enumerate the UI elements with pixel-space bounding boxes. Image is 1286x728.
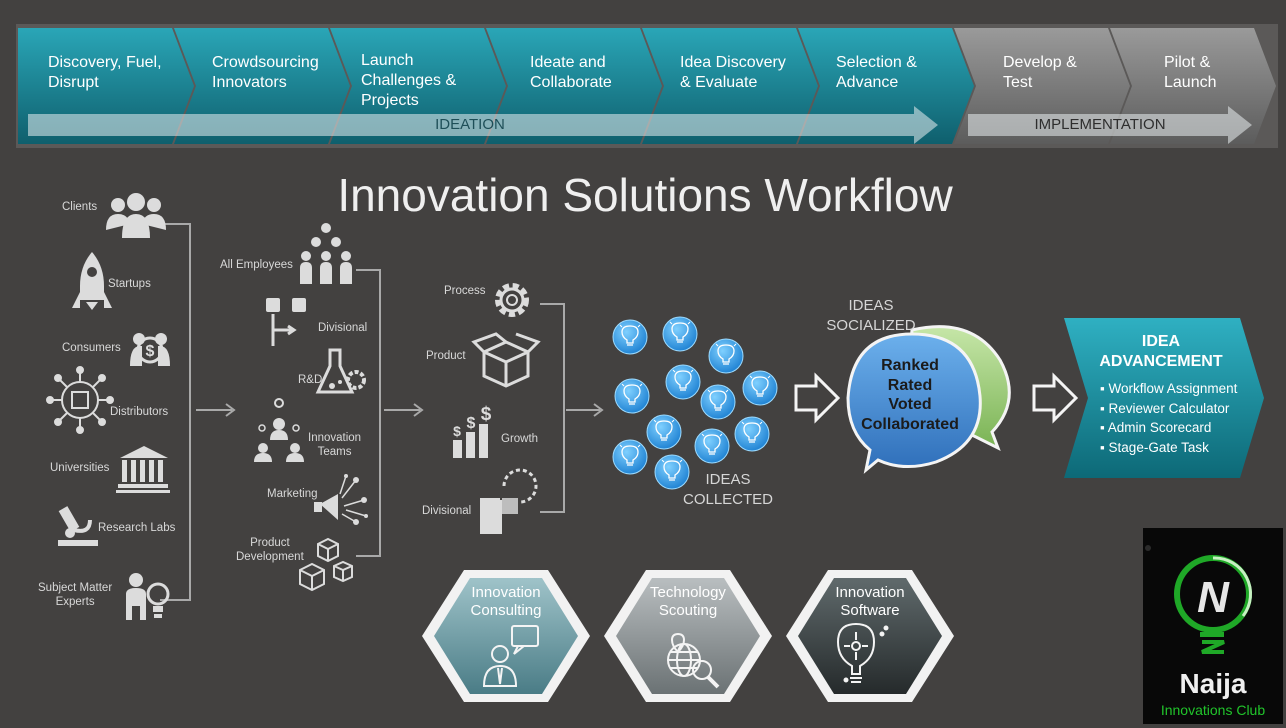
source-label-consumers: Consumers: [62, 342, 121, 354]
idea-bubbles: [612, 316, 778, 490]
rocket-icon: [72, 252, 112, 310]
service-label-consulting: Innovation Consulting: [470, 584, 542, 619]
naija-logo: N: [1143, 528, 1283, 724]
open-box-icon: [471, 332, 541, 388]
step-label-7: Develop & Test: [1003, 54, 1077, 91]
expert-icon: [126, 573, 170, 620]
team-idea-icon: [254, 398, 304, 462]
internal-label-marketing: Marketing: [267, 488, 318, 500]
money-people-icon: $: [130, 333, 170, 366]
internal-label-all-employees: All Employees: [220, 259, 293, 271]
network-icon: [46, 366, 114, 434]
logo-subtitle: Innovations Club: [1160, 702, 1266, 718]
svg-text:N: N: [1197, 573, 1230, 622]
category-label-product: Product: [426, 350, 466, 362]
connectors: [160, 223, 604, 601]
category-label-growth: Growth: [501, 433, 539, 445]
service-icons: [482, 622, 889, 689]
idea-bulb-icon: [614, 378, 650, 414]
flask-gear-icon: [315, 348, 366, 394]
boxes-icon: [299, 537, 353, 592]
step-label-4: Ideate and Collaborate: [530, 54, 612, 91]
source-icons: $: [46, 193, 170, 620]
category-label-process: Process: [444, 285, 486, 297]
service-label-scouting: Technology Scouting: [650, 584, 726, 619]
hex-consulting-inner: [434, 578, 578, 694]
ideas-socialized-label: IDEAS SOCIALIZED: [826, 297, 916, 334]
megaphone-icon: [314, 474, 368, 525]
step-label-8: Pilot & Launch: [1164, 54, 1217, 91]
idea-advancement-panel: [1064, 318, 1264, 478]
consultant-icon: [482, 625, 539, 687]
hex-software-inner: [798, 578, 942, 694]
hex-scouting-inner: [616, 578, 760, 694]
internal-icons: [254, 223, 368, 592]
advancement-item: ▪ Reviewer Calculator: [1100, 400, 1230, 416]
idea-bulb-icon: [700, 384, 736, 420]
ideas-cluster: [612, 316, 778, 490]
university-icon: [116, 446, 170, 493]
org-chart-icon: [266, 298, 306, 346]
gear-icon: [495, 283, 529, 317]
implementation-arrow: [968, 106, 1252, 144]
service-hexagons: [422, 570, 954, 702]
service-label-software: Innovation Software: [835, 584, 905, 619]
idea-bulb-icon: [654, 454, 690, 490]
idea-bulb-icon: [708, 338, 744, 374]
advancement-title: IDEA ADVANCEMENT: [1099, 333, 1223, 370]
source-label-experts: Subject Matter Experts: [38, 582, 113, 608]
source-label-startups: Startups: [108, 278, 151, 290]
ideation-arrow: [28, 106, 938, 144]
step-label-1: Discovery, Fuel, Disrupt: [48, 54, 162, 91]
advancement-item: ▪ Admin Scorecard: [1100, 420, 1212, 435]
idea-bulb-icon: [612, 439, 648, 475]
category-icons: $ $ $: [453, 283, 541, 534]
bulb-circuit-icon: [836, 622, 889, 683]
step-label-6: Selection & Advance: [836, 54, 917, 91]
idea-bulb-icon: [665, 364, 701, 400]
idea-bulb-icon: [734, 416, 770, 452]
bubble-text: Ranked Rated Voted Collaborated: [861, 357, 959, 433]
implementation-label: IMPLEMENTATION: [1034, 116, 1166, 133]
svg-text:$: $: [453, 423, 461, 439]
category-label-divisional: Divisional: [422, 505, 472, 517]
advancement-item: ▪ Workflow Assignment: [1100, 381, 1238, 396]
internal-label-divisional: Divisional: [318, 322, 368, 334]
blue-speech-bubble: [846, 332, 982, 474]
svg-text:$: $: [146, 343, 155, 360]
users-icon: [106, 193, 166, 238]
source-label-clients: Clients: [62, 201, 98, 213]
source-label-distributors: Distributors: [110, 406, 169, 418]
idea-bulb-icon: [694, 428, 730, 464]
internal-label-rnd: R&D: [298, 374, 323, 386]
advancement-list: ▪ Workflow Assignment ▪ Reviewer Calcula…: [1100, 379, 1237, 457]
idea-bulb-icon: [646, 414, 682, 450]
money-growth-icon: $ $ $: [453, 404, 492, 458]
step-label-3: Launch Challenges & Projects: [361, 52, 457, 109]
internal-label-product-development: Product Development: [236, 537, 304, 563]
arrow-to-socialized: [794, 372, 841, 424]
svg-text:$: $: [481, 404, 492, 425]
puzzle-piece-icon: [480, 468, 538, 534]
idea-bulb-icon: [742, 370, 778, 406]
idea-bulb-icon: [662, 316, 698, 352]
ideas-collected-label: IDEAS COLLECTED: [682, 471, 774, 508]
advancement-item: ▪ Stage-Gate Task: [1100, 439, 1209, 455]
step-label-5: Idea Discovery & Evaluate: [680, 54, 786, 91]
internal-label-innovation-teams: Innovation Teams: [308, 432, 362, 458]
microscope-icon: [58, 506, 98, 546]
source-label-research-labs: Research Labs: [98, 522, 176, 534]
step-label-2: Crowdsourcing Innovators: [212, 54, 319, 91]
source-label-universities: Universities: [50, 462, 110, 474]
page-title: Innovation Solutions Workflow: [337, 169, 953, 221]
globe-search-icon: [667, 632, 720, 689]
ideation-label: IDEATION: [435, 116, 505, 133]
idea-bulb-icon: [612, 319, 648, 355]
crowd-icon: [300, 223, 352, 284]
svg-text:$: $: [467, 415, 476, 432]
logo-name: Naija: [1179, 668, 1247, 699]
arrow-to-advancement: [1032, 372, 1079, 424]
